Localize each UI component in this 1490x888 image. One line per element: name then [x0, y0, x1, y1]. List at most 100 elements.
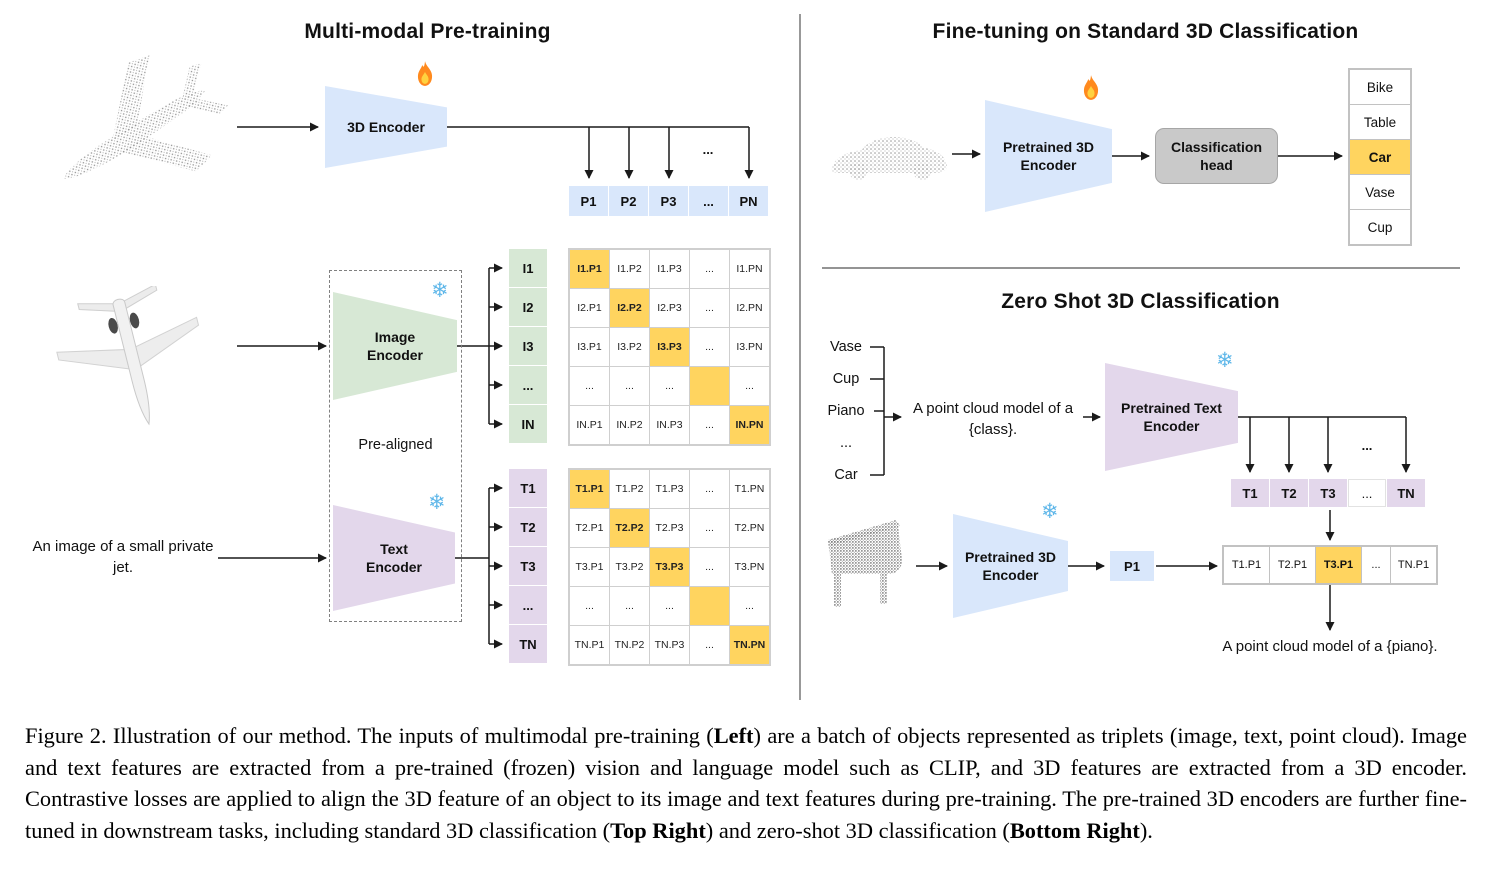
matrix-cell: T3.P2 [610, 548, 649, 586]
result-cell: ... [1362, 547, 1390, 583]
pre-aligned-label: Pre-aligned [358, 437, 433, 453]
matrix-cell: T1.P3 [650, 470, 689, 508]
class-cell: Car [1350, 140, 1410, 174]
caption-bold-bottom-right: Bottom Right [1009, 817, 1140, 843]
figure-caption: Figure 2. Illustration of our method. Th… [25, 720, 1467, 846]
class-name: Cup [832, 371, 860, 387]
caption-bold-top-right: Top Right [610, 817, 706, 843]
matrix-cell: T1.P2 [610, 470, 649, 508]
result-cell: T3.P1 [1316, 547, 1361, 583]
matrix-cell: IN.P3 [650, 406, 689, 444]
matrix-cell: IN.P1 [570, 406, 609, 444]
car-point-cloud-image [831, 136, 947, 180]
matrix-cell: ... [650, 587, 689, 625]
matrix-cell: I3.PN [730, 328, 769, 366]
matrix-cell: I3.P3 [650, 328, 689, 366]
matrix-cell: T2.PN [730, 509, 769, 547]
caption-text: ). [1139, 817, 1153, 843]
matrix-cell: IN.P2 [610, 406, 649, 444]
matrix-cell: TN.P1 [570, 626, 609, 664]
matrix-cell: TN.PN [730, 626, 769, 664]
matrix-cell: T3.PN [730, 548, 769, 586]
snowflake-icon: ❄ [1041, 500, 1059, 523]
matrix-cell: T2.P3 [650, 509, 689, 547]
i-cell: I2 [509, 288, 547, 326]
matrix-cell: T1.PN [730, 470, 769, 508]
matrix-cell: T3.P3 [650, 548, 689, 586]
matrix-cell: I2.P1 [570, 289, 609, 327]
ellipsis-label: ... [702, 142, 714, 157]
image-encoder-label: Image Encoder [366, 328, 423, 363]
matrix-cell: ... [650, 367, 689, 405]
connector-arrows-layer [218, 14, 1460, 700]
result-cell: TN.P1 [1391, 547, 1436, 583]
class-name: ... [839, 435, 853, 451]
matrix-cell: I3.P2 [610, 328, 649, 366]
matrix-cell: ... [570, 587, 609, 625]
left-panel-arrows [218, 122, 754, 649]
class-cell: Cup [1350, 210, 1410, 244]
t-cell: TN [1387, 479, 1425, 507]
result-cell: T2.P1 [1270, 547, 1315, 583]
matrix-cell: ... [730, 587, 769, 625]
matrix-cell: ... [610, 587, 649, 625]
jet-photo-image [56, 286, 200, 426]
caption-bold-left: Left [713, 723, 754, 748]
caption-text: Figure 2. Illustration of our method. Th… [25, 723, 714, 748]
snowflake-icon: ❄ [1216, 349, 1234, 372]
matrix-cell: I1.P1 [570, 250, 609, 288]
pretrained-3d-encoder-label: Pretrained 3D Encoder [1002, 138, 1095, 173]
class-cell: Vase [1350, 175, 1410, 209]
class-cell: Bike [1350, 70, 1410, 104]
matrix-cell: ... [690, 250, 729, 288]
result-prompt-text: A point cloud model of a {piano}. [1222, 638, 1438, 655]
fire-icon [1083, 75, 1099, 100]
t-cell: T2 [1270, 479, 1308, 507]
matrix-cell: ... [690, 406, 729, 444]
text-input-caption: An image of a small private jet. [32, 538, 214, 576]
bottom-right-title: Zero Shot 3D Classification [1001, 290, 1280, 313]
caption-text: ) and zero-shot 3D classification ( [705, 817, 1010, 843]
class-cell: Table [1350, 105, 1410, 139]
matrix-cell: T2.P2 [610, 509, 649, 547]
matrix-cell: T3.P1 [570, 548, 609, 586]
caption-text: ) are a batch of objects represented as … [25, 723, 1467, 843]
class-name: Car [834, 467, 858, 483]
matrix-cell: ... [690, 548, 729, 586]
matrix-cell: ... [690, 626, 729, 664]
ellipsis-label: ... [1361, 438, 1373, 453]
matrix-cell: ... [690, 289, 729, 327]
i-cell: I1 [509, 249, 547, 287]
matrix-cell: TN.P2 [610, 626, 649, 664]
p1-feature-cell: P1 [1110, 551, 1154, 581]
matrix-cell [690, 587, 729, 625]
top-right-arrows [952, 149, 1343, 161]
top-right-title: Fine-tuning on Standard 3D Classificatio… [932, 20, 1359, 43]
class-name: Vase [830, 339, 862, 355]
fire-icon [417, 61, 433, 86]
text-encoder-label: Text Encoder [365, 540, 422, 575]
piano-point-cloud-image [828, 520, 902, 607]
3d-encoder-label: 3D Encoder [347, 118, 425, 135]
matrix-cell: ... [610, 367, 649, 405]
matrix-cell: ... [690, 470, 729, 508]
i-cell: IN [509, 405, 547, 443]
t-cell: T1 [1231, 479, 1269, 507]
classification-head-box: Classification head [1155, 128, 1278, 184]
matrix-cell: ... [730, 367, 769, 405]
matrix-cell: I2.P3 [650, 289, 689, 327]
p-cell: ... [689, 186, 728, 216]
bottom-right-arrows [870, 346, 1411, 631]
t-cell: T2 [509, 508, 547, 546]
p-cell: P2 [609, 186, 648, 216]
pretrained-text-encoder-label: Pretrained Text Encoder [1121, 399, 1222, 434]
matrix-cell: I1.PN [730, 250, 769, 288]
